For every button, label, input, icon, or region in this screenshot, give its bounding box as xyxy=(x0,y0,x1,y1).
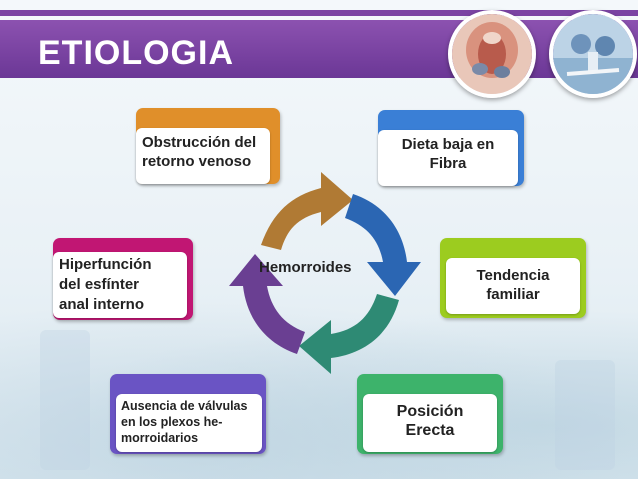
cause-label-line: Dieta baja en xyxy=(384,135,512,154)
cause-label-line: Tendencia xyxy=(452,266,574,285)
slide-title: ETIOLOGIA xyxy=(38,34,234,73)
cause-box-tendencia: Tendencia familiar xyxy=(440,238,586,318)
cause-box-hiperfuncion: Hiperfunción del esfínter anal interno xyxy=(53,238,193,320)
cause-label-line: Fibra xyxy=(384,154,512,173)
cause-box-dieta: Dieta baja en Fibra xyxy=(378,110,524,186)
cause-label-line: retorno venoso xyxy=(142,152,264,171)
cause-label-line: familiar xyxy=(452,285,574,304)
cause-label-line: del esfínter xyxy=(59,275,181,295)
cause-label-line: anal interno xyxy=(59,295,181,315)
cycle-arrow-top-right xyxy=(345,194,421,296)
banner-stripe xyxy=(0,10,638,16)
cause-label-line: Posición xyxy=(369,402,491,421)
background-bottle xyxy=(40,330,90,470)
cause-label-line: en los plexos he- xyxy=(121,414,257,430)
cause-label-line: Obstrucción del xyxy=(142,133,264,152)
cause-box-ausencia: Ausencia de válvulas en los plexos he- m… xyxy=(110,374,266,454)
cause-label-line: morroidarios xyxy=(121,430,257,446)
cycle-arrow-bottom-right xyxy=(299,294,399,374)
cause-box-obstruccion: Obstrucción del retorno venoso xyxy=(136,108,280,184)
surgery-photo xyxy=(549,10,637,98)
cause-label-line: Ausencia de válvulas xyxy=(121,398,257,414)
cause-label-line: Erecta xyxy=(369,421,491,440)
anatomy-photo xyxy=(448,10,536,98)
cause-box-posicion: Posición Erecta xyxy=(357,374,503,454)
center-label: Hemorroides xyxy=(259,259,352,276)
background-bottle xyxy=(555,360,615,470)
cause-label-line: Hiperfunción xyxy=(59,255,181,275)
